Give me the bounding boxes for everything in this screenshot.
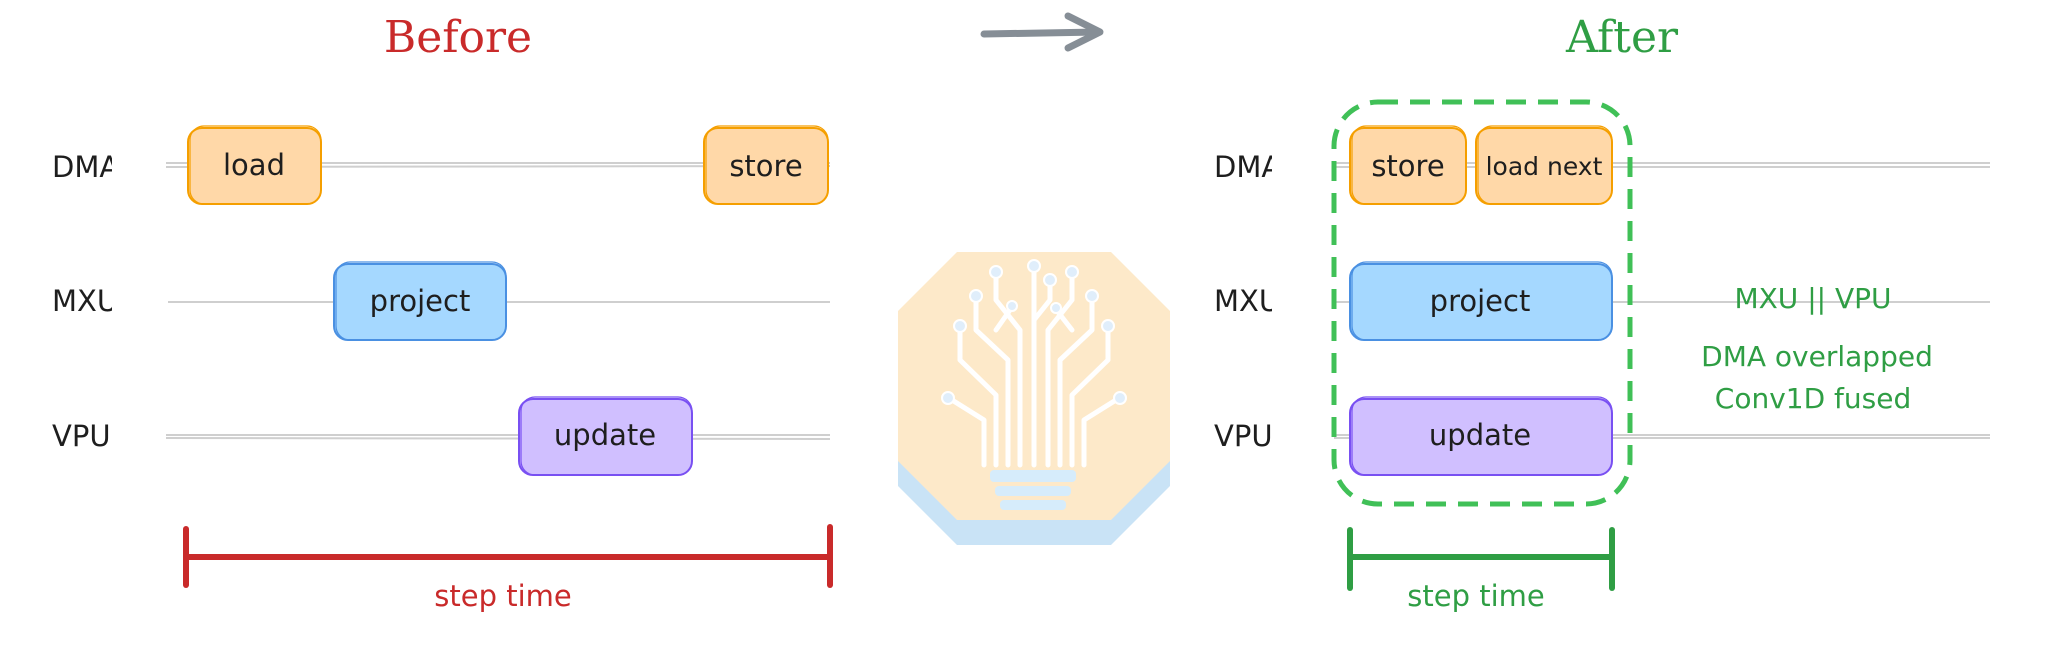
lightbulb-circuit-icon (898, 252, 1170, 545)
after-block-store: store (1349, 125, 1467, 205)
before-block-load: load (187, 125, 322, 205)
before-block-update: update (518, 396, 693, 476)
after-lane-mxu: MXU (1214, 284, 1280, 318)
before-block-store-label: store (729, 149, 802, 183)
before-block-store: store (703, 125, 829, 205)
after-block-load-next: load next (1475, 125, 1613, 205)
before-step-time-bracket (183, 524, 833, 588)
after-block-update-label: update (1429, 418, 1531, 452)
after-note-conv1d-fused: Conv1D fused (1715, 382, 1911, 415)
after-title: After (1565, 12, 1679, 63)
before-block-load-label: load (223, 148, 285, 182)
after-block-project: project (1349, 261, 1613, 341)
before-block-update-label: update (554, 418, 656, 452)
after-block-store-label: store (1371, 149, 1444, 183)
after-block-update: update (1349, 396, 1613, 476)
after-block-load-next-label: load next (1486, 152, 1603, 181)
after-note-dma-overlapped: DMA overlapped (1701, 340, 1933, 373)
after-lane-dma: DMA (1214, 150, 1281, 184)
before-lane-mxu: MXU (52, 284, 118, 318)
after-lane-vpu: VPU (1214, 419, 1273, 453)
before-lane-dma: DMA (52, 150, 119, 184)
before-block-project-label: project (370, 284, 471, 318)
right-arrow-icon (980, 12, 1104, 52)
after-fused-group-outline (1331, 99, 1633, 507)
before-title: Before (384, 12, 532, 63)
before-lane-vpu: VPU (52, 419, 111, 453)
after-step-time-bracket (1347, 527, 1615, 591)
before-block-project: project (333, 261, 507, 341)
after-note-parallel: MXU || VPU (1734, 282, 1891, 315)
after-block-project-label: project (1430, 284, 1531, 318)
before-step-time-label: step time (434, 579, 571, 613)
after-step-time-label: step time (1407, 579, 1544, 613)
